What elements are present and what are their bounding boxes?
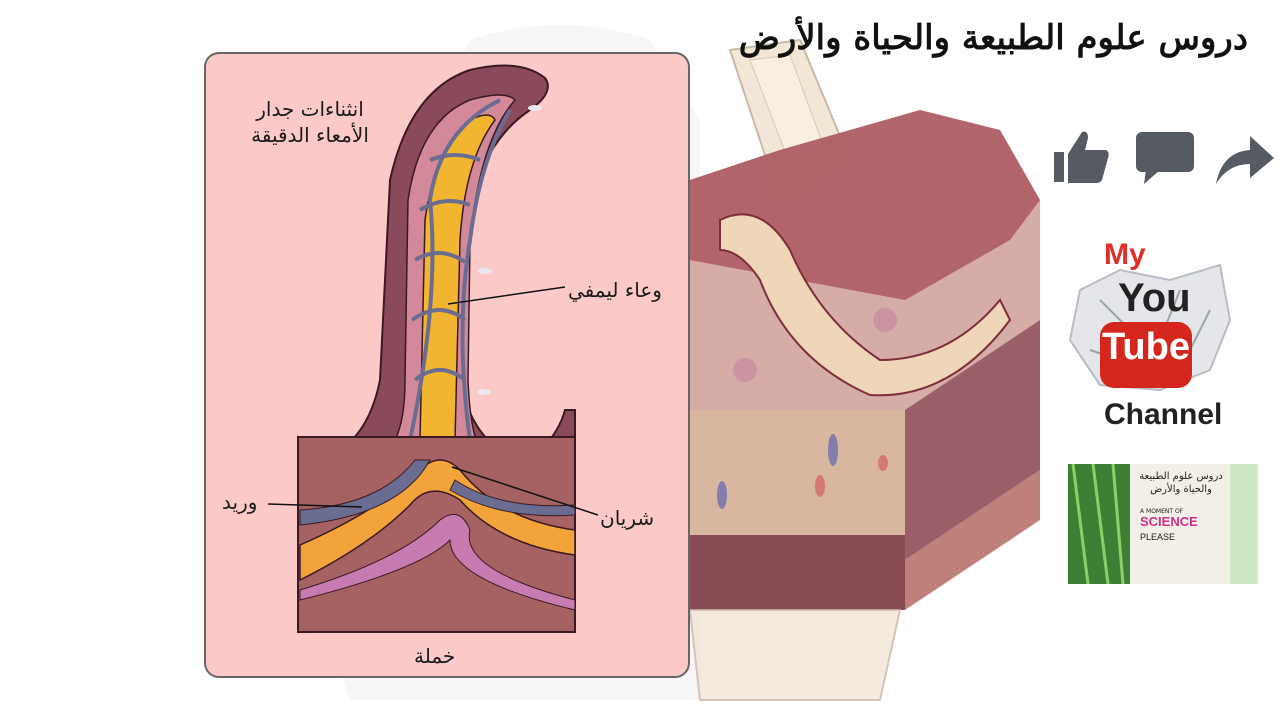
- artery-leader-line: [451, 466, 599, 516]
- label-artery: شريان: [600, 506, 655, 530]
- vein-leader-line: [267, 503, 363, 508]
- label-vein: وريد: [222, 490, 258, 514]
- thumbnail-line3: PLEASE: [1140, 532, 1176, 542]
- label-villus: خملة: [414, 644, 456, 668]
- video-thumbnail[interactable]: دروس علوم الطبيعة والحياة والأرض A MOMEN…: [1068, 464, 1258, 584]
- base-lymph: [299, 513, 576, 611]
- capillary-network: [408, 98, 512, 441]
- youtube-my-text: My: [1104, 238, 1146, 271]
- base-vein: [299, 459, 431, 526]
- base-vein-right: [449, 479, 576, 517]
- label-wall-folds: انثناءات جدار الأمعاء الدقيقة: [251, 97, 369, 147]
- thumbnail-panel: [1130, 464, 1230, 584]
- share-icon[interactable]: [1214, 132, 1276, 186]
- label-lymph-vessel: وعاء ليمفي: [568, 278, 662, 302]
- like-icon[interactable]: [1052, 126, 1112, 186]
- youtube-logo-box[interactable]: [1100, 322, 1192, 388]
- thumbnail-science-text: SCIENCE: [1140, 514, 1198, 529]
- youtube-tube-text: Tube: [1102, 326, 1190, 368]
- comment-icon[interactable]: [1134, 130, 1196, 186]
- thumbnail-line1: A MOMENT OF: [1140, 508, 1184, 515]
- youtube-you-text: You: [1118, 276, 1191, 320]
- thumbnail-title: دروس علوم الطبيعة والحياة والأرض: [1139, 471, 1223, 495]
- youtube-channel-text: Channel: [1104, 398, 1223, 431]
- lymph-leader-line: [447, 286, 566, 305]
- channel-title: دروس علوم الطبيعة والحياة والأرض: [738, 18, 1248, 58]
